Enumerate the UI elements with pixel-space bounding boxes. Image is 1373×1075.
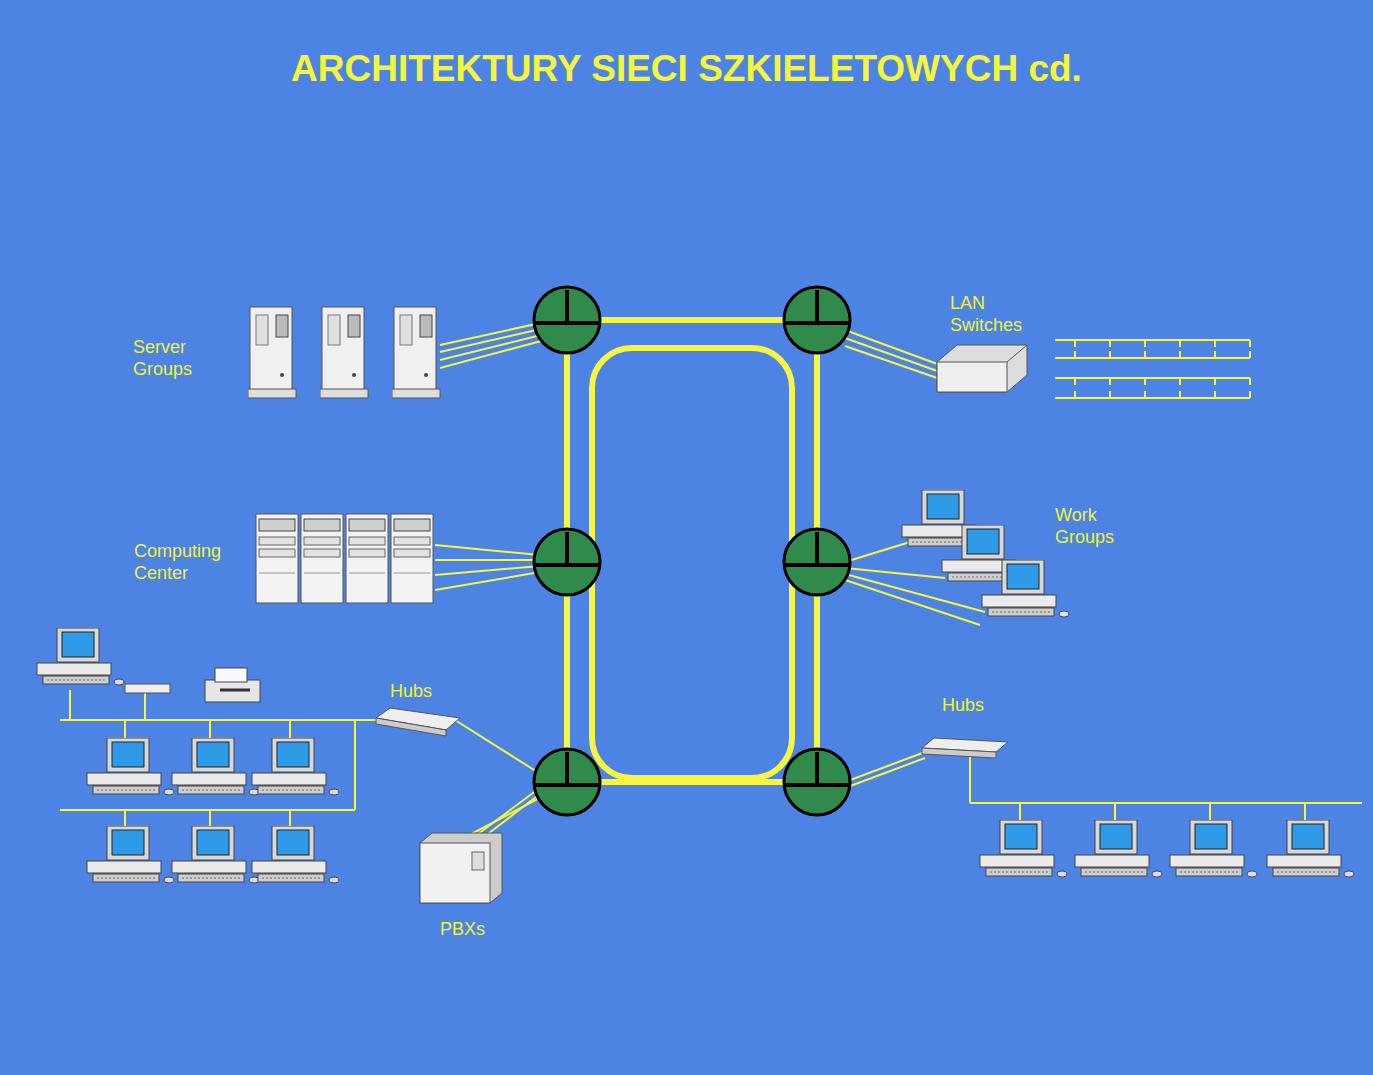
segment-tick [1214, 391, 1216, 398]
segment-tick [1144, 391, 1146, 398]
segment-tick [1074, 378, 1076, 385]
segment-tick [1074, 391, 1076, 398]
segment-tick [1249, 351, 1251, 358]
device-label: Hubs [390, 680, 470, 702]
segment-tick [1214, 378, 1216, 385]
segment-tick [1249, 391, 1251, 398]
server-towers [248, 307, 440, 398]
segment-tick [1214, 351, 1216, 358]
segment-ticks [1075, 340, 1250, 398]
hub-boxes [376, 708, 1008, 758]
printer [125, 668, 260, 702]
lan-switch [937, 345, 1027, 392]
segment-tick [1179, 351, 1181, 358]
segment-tick [1179, 378, 1181, 385]
device-label: Computing Center [134, 540, 249, 584]
segment-tick [1179, 340, 1181, 347]
backbone-ring [567, 320, 817, 782]
segment-tick [1109, 351, 1111, 358]
device-label: PBXs [440, 918, 520, 940]
backbone-routers [534, 287, 850, 815]
slide-title: ARCHITEKTURY SIECI SZKIELETOWYCH cd. [0, 48, 1373, 90]
segment-tick [1179, 391, 1181, 398]
workstations [37, 490, 1354, 883]
segment-tick [1144, 378, 1146, 385]
segment-tick [1109, 340, 1111, 347]
segment-tick [1109, 378, 1111, 385]
segment-tick [1109, 391, 1111, 398]
pbx-cabinet [420, 833, 502, 903]
segment-tick [1074, 340, 1076, 347]
segment-tick [1144, 351, 1146, 358]
segment-tick [1214, 340, 1216, 347]
segment-tick [1074, 351, 1076, 358]
device-label: Server Groups [133, 336, 213, 380]
segment-tick [1144, 340, 1146, 347]
computing-cabinets [256, 514, 433, 603]
device-label: Work Groups [1055, 504, 1135, 548]
segment-tick [1249, 340, 1251, 347]
device-label: Hubs [942, 694, 1022, 716]
device-label: LAN Switches [950, 292, 1050, 336]
segment-tick [1249, 378, 1251, 385]
access-wires [60, 322, 1362, 840]
